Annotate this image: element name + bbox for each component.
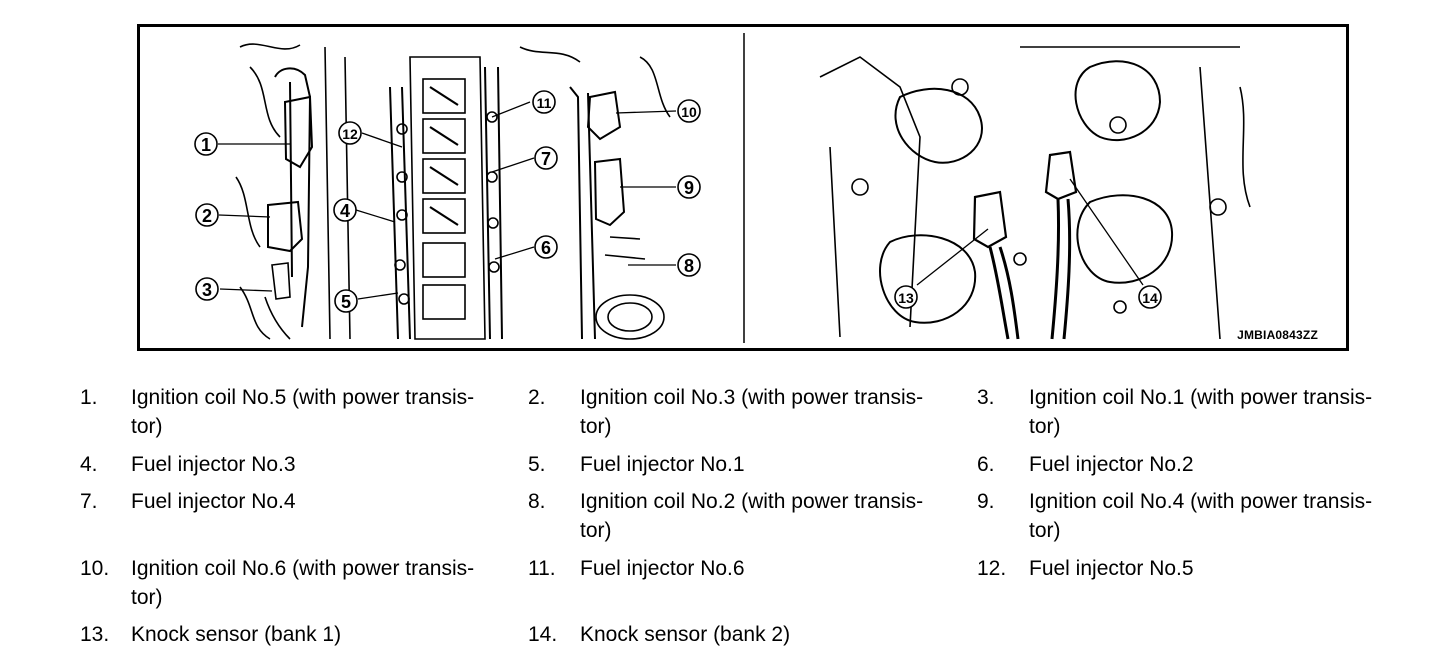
legend-text: Ignition coil No.4 (with power transis-t…	[1029, 490, 1373, 542]
callout-label: 8	[684, 256, 694, 276]
legend-text: Ignition coil No.6 (with power transis-t…	[131, 557, 475, 609]
figure-code: JMBIA0843ZZ	[1237, 328, 1318, 342]
legend-number: 13.	[80, 623, 110, 646]
callout-9	[677, 175, 701, 199]
legend-text: Ignition coil No.5 (with power transis-t…	[131, 386, 475, 438]
callout-3	[195, 277, 219, 301]
legend-text: Ignition coil No.2 (with power transis-t…	[580, 490, 924, 542]
legend-text: Fuel injector No.6	[580, 557, 745, 580]
legend-number: 14.	[528, 623, 558, 646]
callout-markers	[194, 90, 1162, 313]
left-panel-drawing	[235, 43, 671, 340]
callout-1	[194, 132, 218, 156]
callout-label: 14	[1142, 290, 1158, 306]
callout-5	[334, 289, 358, 313]
callout-label: 10	[681, 104, 697, 120]
legend-text: Fuel injector No.3	[131, 453, 296, 476]
callout-label: 11	[537, 95, 552, 111]
legend-text: Fuel injector No.1	[580, 453, 745, 476]
callout-label: 7	[541, 149, 551, 169]
callout-7	[534, 146, 558, 170]
callout-12	[338, 121, 362, 145]
callout-label: 6	[541, 238, 551, 258]
legend-number: 7.	[80, 490, 98, 513]
callout-label: 4	[340, 201, 350, 221]
legend-number: 1.	[80, 386, 98, 409]
legend-text: Fuel injector No.4	[131, 490, 296, 513]
legend-text: Fuel injector No.2	[1029, 453, 1194, 476]
callout-2	[195, 203, 219, 227]
leader-lines	[218, 101, 1144, 300]
legend-number: 5.	[528, 453, 546, 476]
legend-number: 4.	[80, 453, 98, 476]
engine-drawing: 1 2 3 4 5 6 7 8 9 10 11 12 13 14	[194, 33, 1251, 343]
legend-text: Knock sensor (bank 2)	[580, 623, 791, 646]
callout-13	[894, 285, 918, 309]
callout-14	[1138, 285, 1162, 309]
callout-11	[532, 90, 556, 114]
callout-label: 2	[202, 206, 212, 226]
legend-number: 12.	[977, 557, 1007, 580]
callout-label: 5	[341, 292, 351, 312]
callout-label: 3	[202, 280, 212, 300]
legend-text: Fuel injector No.5	[1029, 557, 1194, 580]
legend-number: 10.	[80, 557, 110, 580]
legend-text: Knock sensor (bank 1)	[131, 623, 342, 646]
callout-label: 12	[342, 126, 358, 142]
legend-number: 9.	[977, 490, 995, 513]
legend-number: 2.	[528, 386, 546, 409]
legend-text: Ignition coil No.3 (with power transis-t…	[580, 386, 924, 438]
callout-label: 9	[684, 178, 694, 198]
legend-text: Ignition coil No.1 (with power transis-t…	[1029, 386, 1373, 438]
callout-6	[534, 235, 558, 259]
callout-label: 13	[898, 290, 914, 306]
callout-8	[677, 253, 701, 277]
legend-number: 11.	[528, 557, 556, 580]
legend-number: 3.	[977, 386, 995, 409]
callout-4	[333, 198, 357, 222]
legend-number: 8.	[528, 490, 546, 513]
legend-number: 6.	[977, 453, 995, 476]
callout-label: 1	[201, 135, 211, 155]
right-panel-drawing	[819, 46, 1251, 340]
engine-diagram: 1 2 3 4 5 6 7 8 9 10 11 12 13 14 JMBIA08…	[137, 24, 1349, 351]
callout-10	[677, 99, 701, 123]
callout-labels: 1 2 3 4 5 6 7 8 9 10 11 12 13 14	[201, 95, 1158, 312]
